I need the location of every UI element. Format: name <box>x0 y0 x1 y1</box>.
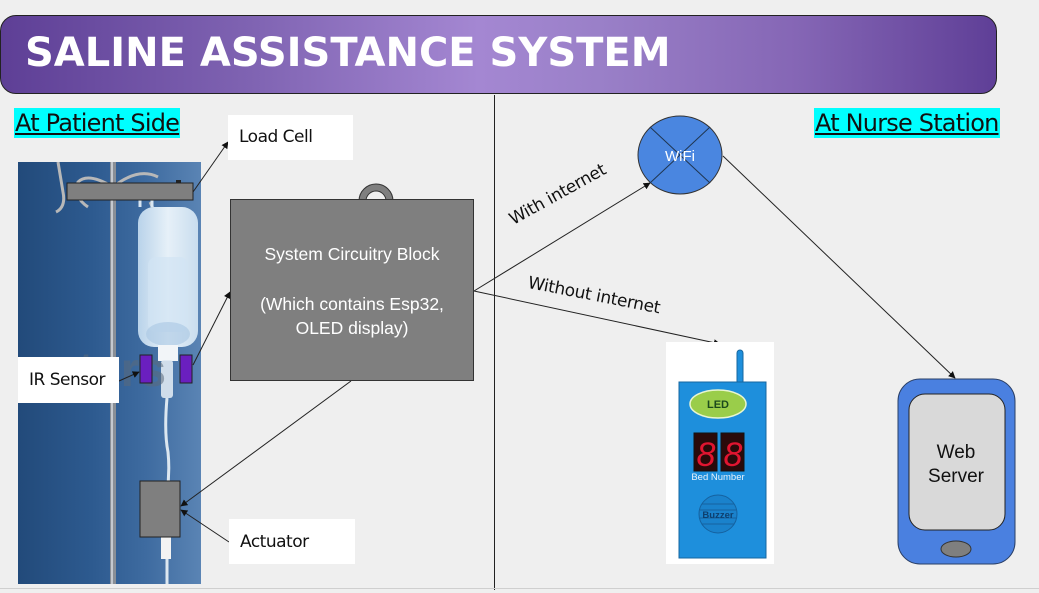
without-internet-arrow <box>473 290 721 347</box>
phone-home-button <box>940 540 972 558</box>
phone-illustration: Web Server <box>897 378 1016 565</box>
ir-sensor-left <box>139 354 153 384</box>
circuit-to-actuator-arrow <box>180 380 352 507</box>
nurse-station-heading: At Nurse Station <box>814 108 1000 138</box>
ir-sensor-right <box>179 354 193 384</box>
led-label: LED <box>707 399 729 411</box>
seven-seg-digit-2 <box>720 432 745 472</box>
wifi-label: WiFi <box>665 148 695 165</box>
actuator-label-arrow <box>180 509 230 543</box>
wifi-to-webserver-arrow <box>722 155 956 379</box>
actuator-label: Actuator <box>229 519 355 564</box>
load-cell-arrow <box>192 141 229 193</box>
sensor-to-circuit-arrow <box>192 291 231 366</box>
pager-antenna <box>736 349 744 385</box>
page-title: SALINE ASSISTANCE SYSTEM <box>25 30 671 76</box>
web-server-label-line2: Server <box>928 466 985 487</box>
with-internet-arrow <box>473 182 651 292</box>
pager-illustration: LED 8 8 Bed Number Buzzer <box>678 349 767 559</box>
iv-hook <box>75 176 114 209</box>
system-circuitry-block: System Circuitry Block (Which contains E… <box>230 199 474 381</box>
led-indicator <box>689 389 747 419</box>
drip-chamber <box>161 360 173 398</box>
patient-side-heading: At Patient Side <box>14 108 181 138</box>
ir-sensor-label: IR Sensor <box>18 357 119 403</box>
bottom-border <box>0 588 1039 589</box>
nurse-pager-device: LED 8 8 Bed Number Buzzer <box>666 342 774 564</box>
ir-sensor-arrow <box>118 371 140 382</box>
web-server-phone: Web Server <box>897 378 1017 566</box>
svg-text:8: 8 <box>724 436 743 474</box>
bed-number-caption: Bed Number <box>691 472 744 483</box>
svg-text:8: 8 <box>697 436 716 474</box>
circuit-hook-icon <box>358 183 394 201</box>
load-cell-bar <box>66 182 194 201</box>
actuator-box <box>139 480 181 538</box>
section-divider <box>494 95 495 590</box>
seven-seg-digit-1 <box>693 432 718 472</box>
circuit-block-description: (Which contains Esp32, OLED display) <box>260 294 444 338</box>
phone-screen <box>908 393 1006 531</box>
circuit-block-title: System Circuitry Block <box>264 244 440 264</box>
buzzer-label: Buzzer <box>702 510 733 521</box>
title-banner <box>0 15 997 94</box>
web-server-label-line1: Web <box>937 442 976 463</box>
wifi-node: WiFi <box>637 115 723 195</box>
load-cell-label: Load Cell <box>228 115 353 160</box>
